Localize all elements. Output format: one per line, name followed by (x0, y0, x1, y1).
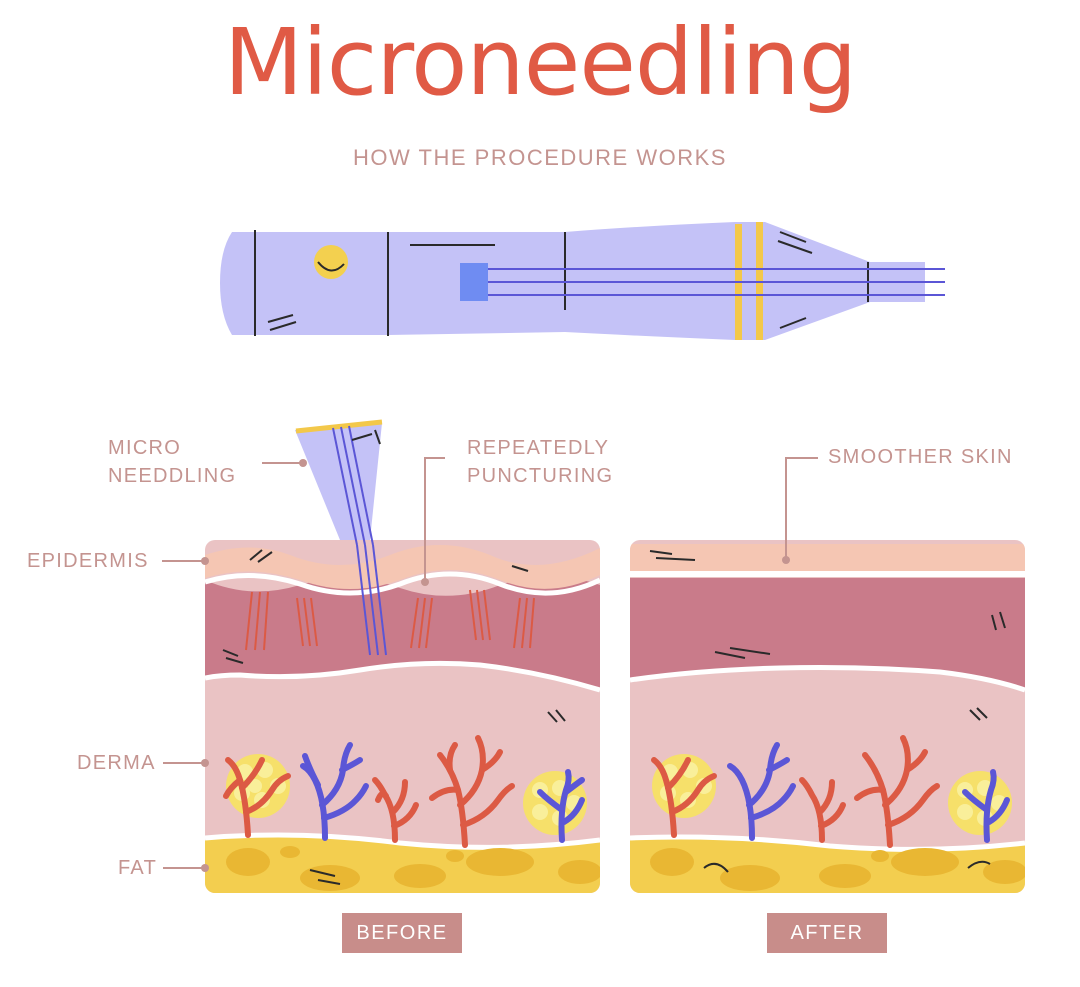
before-badge: BEFORE (342, 913, 462, 953)
label-micro-line2: NEEDDLING (108, 465, 237, 487)
label-derma: DERMA (77, 752, 156, 774)
before-skin-panel (205, 540, 600, 893)
label-repeat-line1: REPEATEDLY (467, 437, 610, 459)
label-repeatedly-puncturing: REPEATEDLY PUNCTURING (467, 434, 613, 490)
page-title: Microneedling (223, 9, 857, 116)
after-badge: AFTER (767, 913, 887, 953)
microneedling-pen (220, 222, 945, 340)
label-epidermis: EPIDERMIS (27, 550, 149, 572)
needle-cartridge (295, 419, 383, 546)
leader-lines (162, 457, 818, 872)
label-micro-needling: MICRO NEEDDLING (108, 434, 236, 490)
label-smoother-skin: SMOOTHER SKIN (828, 446, 1013, 468)
page-subtitle: HOW THE PROCEDURE WORKS (353, 145, 727, 170)
label-repeat-line2: PUNCTURING (467, 465, 614, 487)
label-fat: FAT (118, 857, 158, 879)
label-micro-line1: MICRO (108, 437, 182, 459)
after-skin-panel (630, 540, 1025, 893)
